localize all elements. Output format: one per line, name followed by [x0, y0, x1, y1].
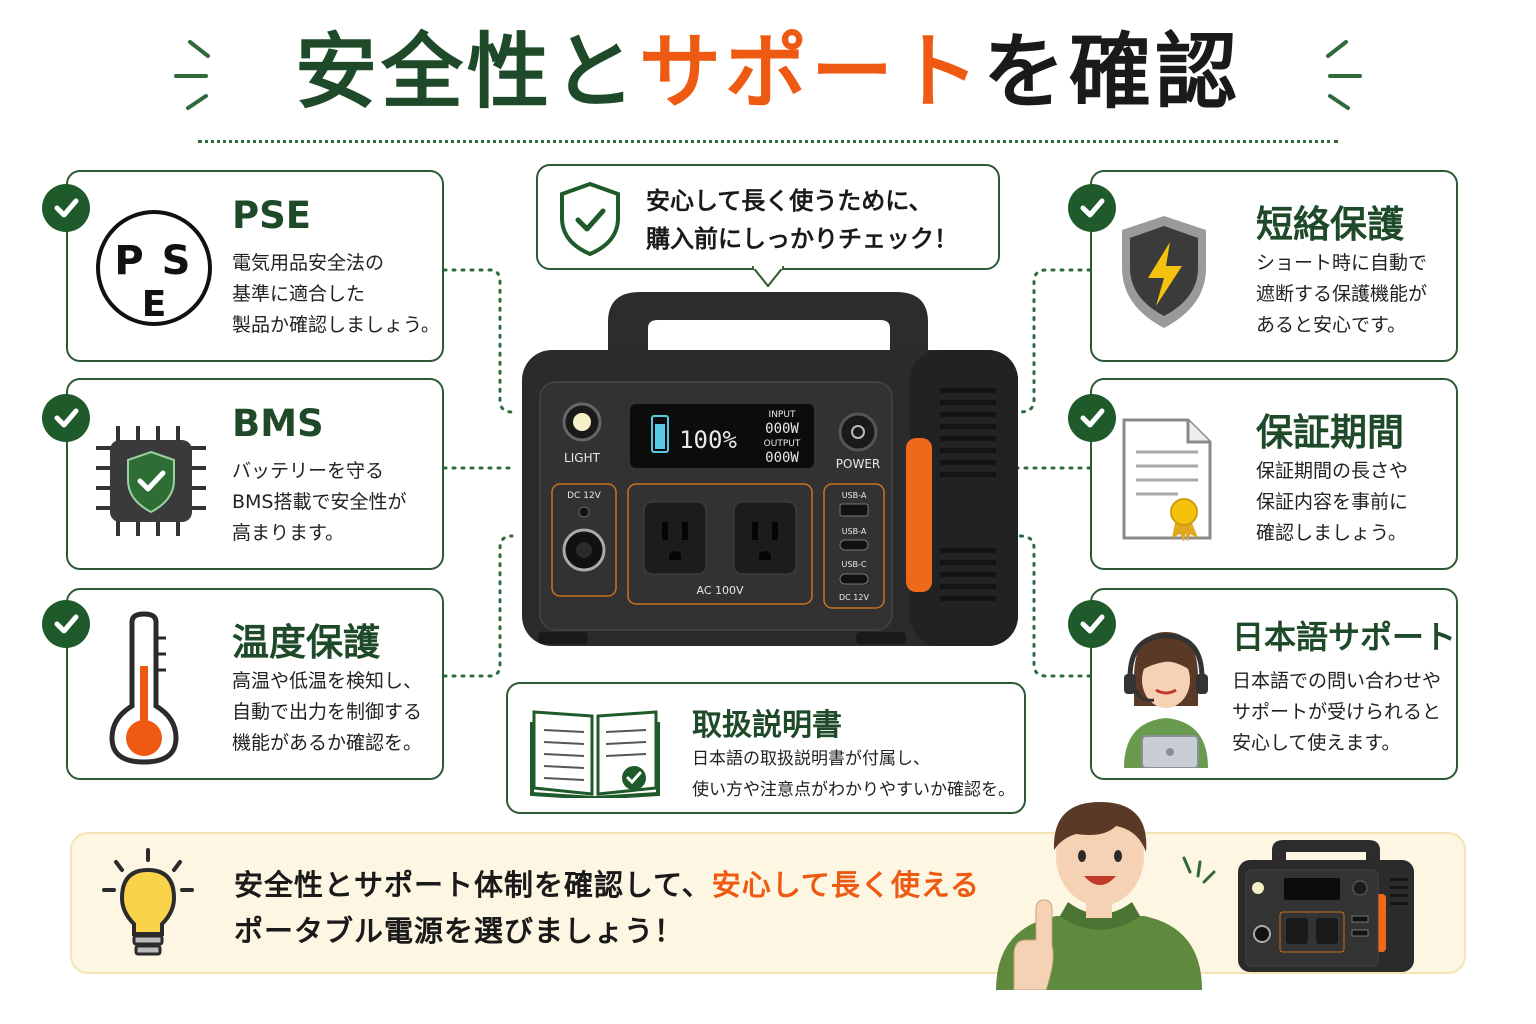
chip-shield-icon: [96, 426, 206, 536]
summary-banner: 安全性とサポート体制を確認して、安心して長く使える ポータブル電源を選びましょう…: [70, 832, 1466, 974]
svg-text:E: E: [142, 284, 167, 325]
card-short-circuit: 短絡保護 ショート時に自動で遮断する保護機能があると安心です。: [1090, 170, 1458, 362]
card-title: 取扱説明書: [692, 708, 842, 743]
check-icon: [1068, 394, 1116, 442]
title-part-2: サポート: [638, 25, 983, 120]
check-icon: [42, 394, 90, 442]
card-title: BMS: [232, 402, 324, 445]
card-description: 電気用品安全法の基準に適合した製品か確認しましょう。: [232, 252, 440, 336]
svg-text:DC 12V: DC 12V: [567, 491, 602, 501]
svg-text:000W: 000W: [765, 421, 799, 437]
card-description: ショート時に自動で遮断する保護機能があると安心です。: [1256, 252, 1428, 336]
card-japanese-support: 日本語サポート 日本語での問い合わせやサポートが受けられると安心して使えます。: [1090, 588, 1458, 780]
intro-bubble: 安心して長く使うために、購入前にしっかりチェック！: [536, 164, 1000, 270]
title-part-1: 安全性と: [294, 25, 639, 120]
check-icon: [42, 184, 90, 232]
card-title: PSE: [232, 194, 312, 237]
pointing-boy-illustration: [996, 802, 1202, 990]
card-description: 日本語の取扱説明書が付属し、使い方や注意点がわかりやすいか確認を。: [692, 749, 1015, 800]
page-title: 安全性とサポートを確認: [0, 18, 1536, 128]
card-title: 保証期間: [1256, 411, 1404, 454]
check-icon: [1068, 184, 1116, 232]
svg-text:USB-A: USB-A: [842, 491, 867, 500]
sparkle-right-icon: [1326, 40, 1362, 110]
title-part-3: を確認: [983, 25, 1242, 120]
open-book-icon: [530, 710, 660, 798]
check-icon: [42, 600, 90, 648]
svg-text:USB-C: USB-C: [842, 560, 867, 569]
svg-text:OUTPUT: OUTPUT: [764, 439, 801, 449]
sparkle-icon: [1182, 856, 1216, 884]
light-label: LIGHT: [564, 451, 601, 465]
summary-message: 安全性とサポート体制を確認して、安心して長く使える ポータブル電源を選びましょう…: [234, 868, 980, 948]
svg-text:USB-A: USB-A: [842, 527, 867, 536]
card-title: 日本語サポート: [1232, 618, 1457, 656]
title-divider: [198, 140, 1338, 143]
shield-check-icon: [560, 181, 620, 256]
svg-text:000W: 000W: [765, 450, 799, 466]
sparkle-left-icon: [174, 40, 210, 110]
card-manual: 取扱説明書 日本語の取扱説明書が付属し、使い方や注意点がわかりやすいか確認を。: [506, 682, 1026, 814]
card-warranty: 保証期間 保証期間の長さや保証内容を事前に確認しましょう。: [1090, 378, 1458, 570]
lightning-shield-icon: [1122, 216, 1206, 328]
intro-text: 安心して長く使うために、購入前にしっかりチェック！: [646, 187, 958, 253]
pse-mark-icon: P S E: [96, 210, 212, 326]
battery-percent: 100%: [679, 426, 737, 454]
check-icon: [1068, 600, 1116, 648]
svg-text:DC 12V: DC 12V: [839, 593, 869, 602]
bubble-tail: [752, 266, 784, 288]
portable-power-station: LIGHT 100% INPUT 000W OUTPUT 000W POWER …: [522, 292, 1018, 646]
card-title: 温度保護: [232, 621, 380, 664]
certificate-icon: [1122, 418, 1212, 542]
card-description: 日本語での問い合わせやサポートが受けられると安心して使えます。: [1232, 670, 1442, 754]
card-title: 短絡保護: [1256, 203, 1404, 246]
card-description: 高温や低温を検知し、自動で出力を制御する機能があるか確認を。: [232, 670, 423, 754]
card-pse: P S E PSE 電気用品安全法の基準に適合した製品か確認しましょう。: [66, 170, 444, 362]
mini-power-station: [1238, 840, 1414, 972]
lightbulb-icon: [102, 848, 194, 956]
thermometer-icon: [109, 611, 179, 765]
svg-text:AC 100V: AC 100V: [696, 584, 744, 597]
svg-text:INPUT: INPUT: [769, 410, 796, 420]
support-agent-icon: [1124, 632, 1208, 768]
svg-text:P: P: [114, 238, 143, 284]
card-temperature: 温度保護 高温や低温を検知し、自動で出力を制御する機能があるか確認を。: [66, 588, 444, 780]
power-label: POWER: [836, 457, 880, 471]
svg-text:S: S: [162, 238, 191, 284]
card-description: 保証期間の長さや保証内容を事前に確認しましょう。: [1256, 460, 1409, 544]
